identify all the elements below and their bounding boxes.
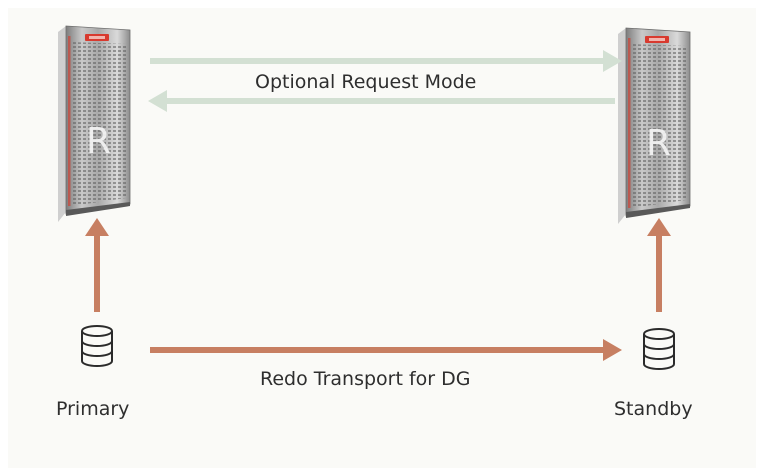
primary-label: Primary [56,398,130,420]
redo-transport-arrow [150,339,622,361]
standby-up-arrow [647,218,671,312]
primary-recovery-appliance-rack-icon [57,25,131,223]
standby-recovery-appliance-rack-icon [617,27,691,225]
request-arrow-left [148,90,615,112]
primary-database-icon [81,325,113,367]
request-mode-label: Optional Request Mode [255,71,477,93]
primary-up-arrow [85,218,109,312]
request-arrow-right [150,50,622,72]
standby-database-icon [643,328,675,370]
standby-label: Standby [614,398,693,420]
redo-transport-label: Redo Transport for DG [260,368,471,390]
